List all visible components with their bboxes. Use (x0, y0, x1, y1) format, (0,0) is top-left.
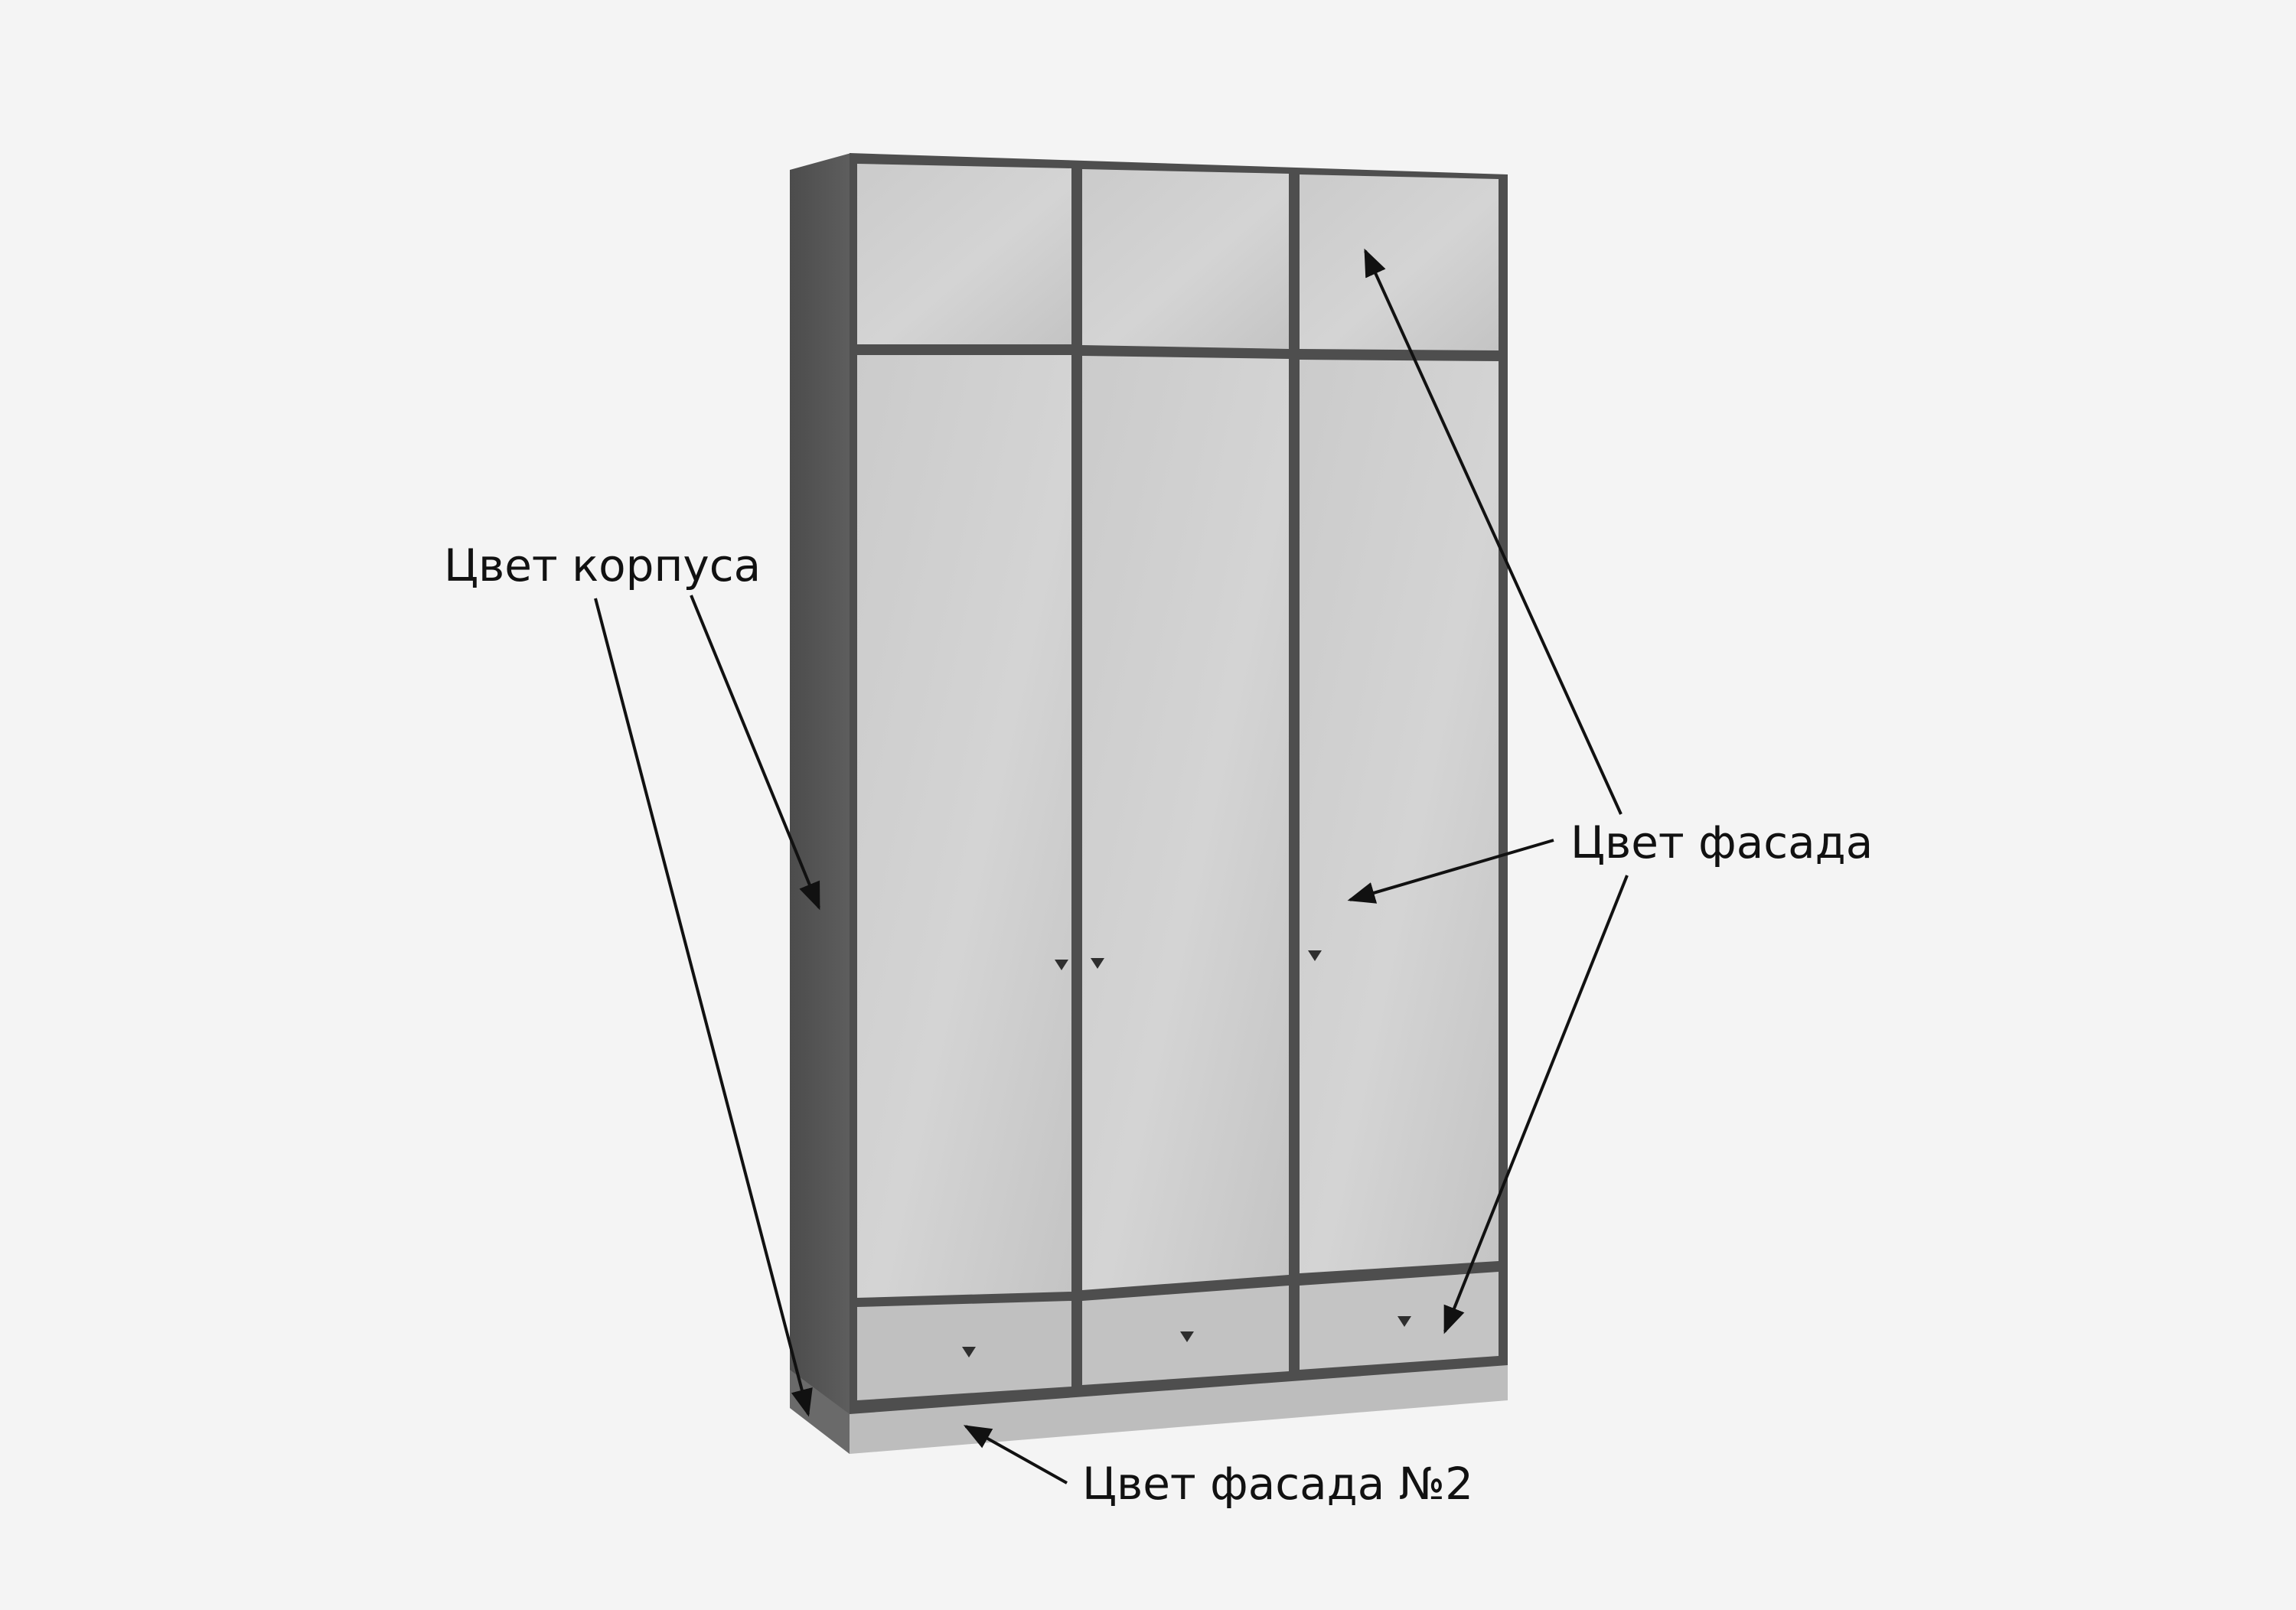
wardrobe-side-panel (790, 153, 851, 1452)
body-arrow-side (690, 595, 820, 911)
door-1 (857, 355, 1071, 1298)
body-color-arrows (594, 595, 820, 1417)
door-2 (1082, 356, 1289, 1290)
top-compartment-1 (857, 164, 1071, 344)
knob-door-2 (1091, 958, 1104, 969)
knob-door-1 (1055, 960, 1068, 970)
facade-arrow-door (1347, 839, 1554, 904)
knob-drawer-1 (962, 1347, 976, 1357)
facade-color-arrows (1347, 248, 1629, 1335)
plinth-color-arrow (963, 1425, 1068, 1485)
drawer-3 (1300, 1272, 1499, 1370)
plinth-front (850, 1365, 1508, 1454)
facade-arrow-top (1364, 248, 1623, 815)
body-color-label: Цвет корпуса (444, 539, 762, 592)
facade-arrow-drawer (1443, 875, 1629, 1335)
drawers (857, 1272, 1499, 1400)
plinth-arrow (963, 1425, 1068, 1485)
knob-drawer-2 (1180, 1331, 1194, 1342)
drawer-1 (857, 1301, 1071, 1400)
doors (857, 355, 1499, 1298)
body-arrow-corner (594, 598, 813, 1417)
top-compartment-2 (1082, 169, 1289, 349)
door-3 (1300, 360, 1499, 1273)
knobs (962, 950, 1411, 1357)
top-compartments (857, 164, 1499, 350)
facade-color-2-label: Цвет фасада №2 (1082, 1458, 1473, 1510)
top-compartment-3 (1300, 174, 1499, 350)
knob-door-3 (1308, 950, 1322, 961)
facade-color-label: Цвет фасада (1570, 816, 1874, 869)
knob-drawer-3 (1397, 1316, 1411, 1327)
